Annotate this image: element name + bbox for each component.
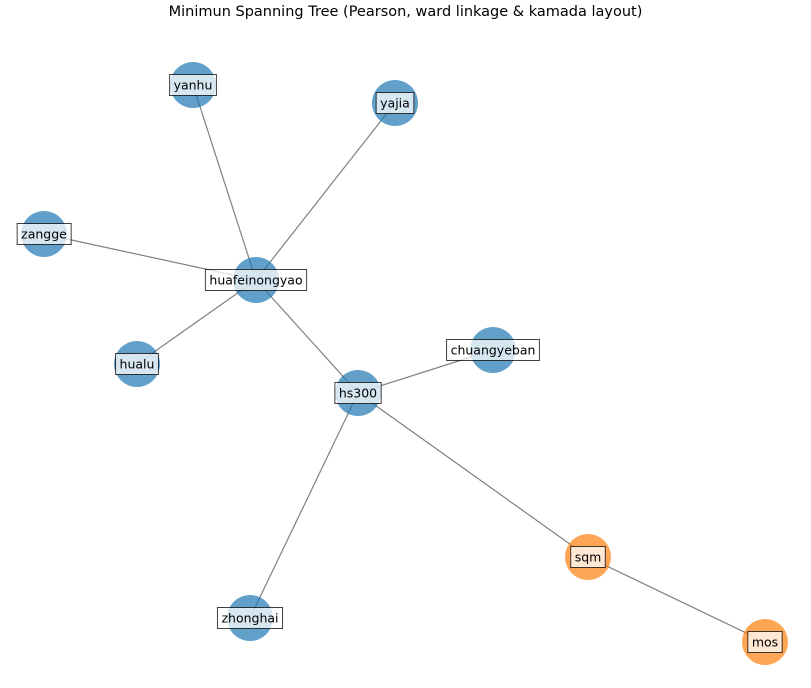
node-label-text: hualu (120, 357, 155, 372)
node-label-box (570, 546, 606, 568)
node-label-text: huafeinongyao (209, 273, 302, 288)
node-label-text: hs300 (339, 386, 377, 401)
edge-huafeinongyao-hs300 (255, 279, 359, 394)
node-label-yajia: yajia (375, 92, 415, 114)
node-label-box (115, 353, 159, 375)
node-label-box (16, 223, 72, 245)
node-label-box (216, 607, 284, 629)
edge-huafeinongyao-yajia (255, 102, 396, 281)
node-label-text: zhonghai (221, 611, 278, 626)
labels-layer: yanhu yajia zangge huafeinongyao hualu chuang… (16, 74, 783, 653)
node-label-box (446, 339, 540, 361)
edge-hs300-sqm (357, 392, 589, 558)
node-label-box (204, 269, 308, 291)
node-label-box (169, 74, 217, 96)
node-label-text: yajia (380, 96, 410, 111)
node-label-text: sqm (575, 550, 602, 565)
node-label-huafeinongyao: huafeinongyao (204, 269, 308, 291)
node-label-zangge: zangge (16, 223, 72, 245)
node-label-yanhu: yanhu (169, 74, 217, 96)
node-label-box (375, 92, 415, 114)
edge-huafeinongyao-yanhu (192, 84, 257, 281)
node-label-zhonghai: zhonghai (216, 607, 284, 629)
node-label-box (334, 382, 382, 404)
node-label-mos: mos (747, 631, 783, 653)
node-label-hualu: hualu (115, 353, 159, 375)
node-label-text: mos (752, 635, 778, 650)
node-label-chuangyeban: chuangyeban (446, 339, 540, 361)
edge-huafeinongyao-hualu (136, 279, 257, 365)
node-label-text: zangge (21, 227, 67, 242)
node-label-sqm: sqm (570, 546, 606, 568)
node-label-hs300: hs300 (334, 382, 382, 404)
edge-hs300-zhonghai (249, 392, 359, 619)
edges-layer (43, 84, 766, 643)
node-label-text: yanhu (174, 78, 213, 93)
node-label-box (747, 631, 783, 653)
node-label-text: chuangyeban (451, 343, 536, 358)
chart-title: Minimun Spanning Tree (Pearson, ward lin… (168, 4, 643, 20)
edge-sqm-mos (587, 556, 766, 643)
